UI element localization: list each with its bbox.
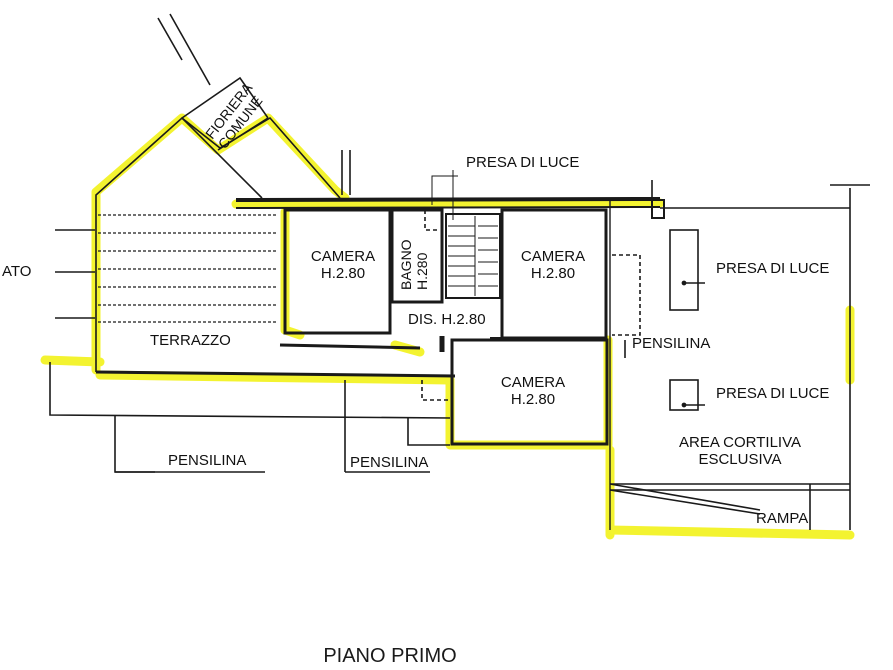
camera-right-label: CAMERA H.2.80: [508, 248, 598, 283]
disimpegno-label: DIS. H.2.80: [408, 311, 486, 328]
camera-left-label: CAMERA H.2.80: [300, 248, 386, 283]
presa-di-luce-top-label: PRESA DI LUCE: [466, 154, 580, 171]
walls: [49, 13, 870, 530]
camera-lower-label: CAMERA H.2.80: [488, 374, 578, 409]
bagno-label: BAGNO H.280: [398, 239, 430, 290]
lato-partial-label: ATO: [2, 263, 32, 280]
camera-right-name: CAMERA: [520, 248, 586, 265]
area-cortiliva-line2: ESCLUSIVA: [698, 451, 782, 469]
area-cortiliva-line1: AREA CORTILIVA: [679, 434, 801, 451]
rampa-label: RAMPA: [756, 510, 809, 527]
camera-left-name: CAMERA: [310, 248, 376, 265]
presa-di-luce-right-1-label: PRESA DI LUCE: [716, 260, 830, 277]
pensilina-bottom-left-label: PENSILINA: [168, 452, 247, 469]
bagno-name: BAGNO: [398, 239, 414, 290]
camera-lower-name: CAMERA: [500, 374, 566, 391]
pensilina-bottom-mid-label: PENSILINA: [350, 454, 429, 471]
drawing-title: PIANO PRIMO: [323, 645, 456, 667]
pensilina-right-label: PENSILINA: [632, 335, 711, 352]
camera-right-height: H.2.80: [530, 265, 576, 283]
camera-left-height: H.2.80: [320, 265, 366, 283]
presa-di-luce-right-2-label: PRESA DI LUCE: [716, 385, 830, 402]
bagno-height: H.280: [414, 252, 431, 290]
terrazzo-label: TERRAZZO: [150, 332, 231, 349]
area-cortiliva-label: AREA CORTILIVA ESCLUSIVA: [670, 434, 810, 469]
camera-lower-height: H.2.80: [510, 391, 556, 409]
